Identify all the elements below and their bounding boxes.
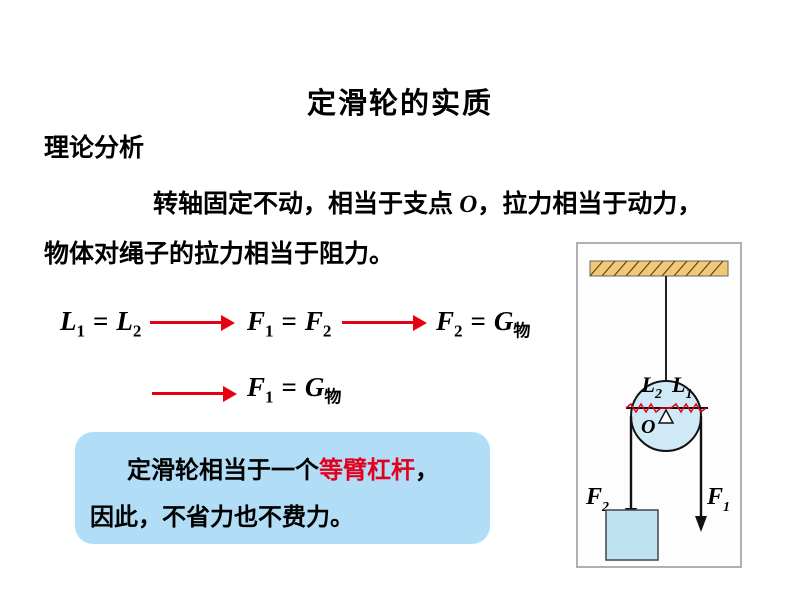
formula-f2-equals-g: F2 =G物 xyxy=(436,306,530,341)
page-title: 定滑轮的实质 xyxy=(306,88,493,120)
equals-sign: = xyxy=(93,306,109,336)
formula-f1-equals-f2: F1=F2 xyxy=(247,306,331,341)
formula-term: L xyxy=(116,306,133,336)
ceiling xyxy=(589,260,729,277)
analysis-line1-suffix: ，拉力相当于动力， xyxy=(477,191,703,218)
label-f1: F1 xyxy=(706,484,730,515)
weight-block xyxy=(605,509,659,561)
formula-subscript: 2 xyxy=(454,321,463,341)
formula-subscript: 2 xyxy=(322,321,332,341)
formula-f1-equals-g: F1 =G物 xyxy=(247,372,341,407)
implies-arrow-1 xyxy=(150,321,222,324)
equals-sign: = xyxy=(470,306,486,336)
analysis-line1-prefix: 转轴固定不动，相当于支点 xyxy=(153,191,460,218)
formula-term: G xyxy=(493,306,514,336)
section-heading: 理论分析 xyxy=(44,135,145,162)
formula-subscript: 1 xyxy=(76,321,86,341)
implies-arrow-3 xyxy=(152,392,224,395)
formula-subscript: 2 xyxy=(132,321,142,341)
conclusion-line1: 定滑轮相当于一个等臂杠杆， xyxy=(127,450,490,485)
conclusion-line1-prefix: 定滑轮相当于一个 xyxy=(127,458,319,484)
formula-term: G xyxy=(304,372,325,402)
conclusion-line1-suffix: ， xyxy=(415,458,439,484)
label-l1: L1 xyxy=(671,372,692,402)
formula-term: F xyxy=(247,372,266,402)
equals-sign: = xyxy=(281,306,297,336)
equals-sign: = xyxy=(281,372,297,402)
force-arrow-f1 xyxy=(695,416,707,532)
analysis-line2: 物体对绳子的拉力相当于阻力。 xyxy=(44,241,395,268)
formula-term: F xyxy=(436,306,455,336)
label-f2: F2 xyxy=(585,484,609,515)
analysis-line1: 转轴固定不动，相当于支点 O，拉力相当于动力， xyxy=(153,184,702,220)
lever-zigzag xyxy=(625,402,707,414)
formula-l1-equals-l2: L1=L2 xyxy=(60,306,141,341)
formula-term: F xyxy=(247,306,266,336)
formula-subscript: 1 xyxy=(265,321,274,341)
conclusion-highlight: 等臂杠杆 xyxy=(319,458,415,484)
formula-term: L xyxy=(60,306,77,336)
formula-subscript: 物 xyxy=(324,387,342,407)
fulcrum-triangle xyxy=(657,408,675,424)
conclusion-line2: 因此，不省力也不费力。 xyxy=(90,505,354,531)
pulley-diagram-svg: L2 L1 O F2 F1 xyxy=(585,260,730,561)
formula-subscript: 物 xyxy=(513,321,531,341)
label-l2: L2 xyxy=(641,372,662,402)
formula-term: F xyxy=(304,306,323,336)
implies-arrow-2 xyxy=(342,321,414,324)
conclusion-box: 定滑轮相当于一个等臂杠杆， 因此，不省力也不费力。 xyxy=(75,432,490,544)
fulcrum-symbol: O xyxy=(459,191,478,218)
pulley-diagram: L2 L1 O F2 F1 xyxy=(576,242,742,568)
label-o: O xyxy=(641,416,655,438)
formula-subscript: 1 xyxy=(265,387,274,407)
